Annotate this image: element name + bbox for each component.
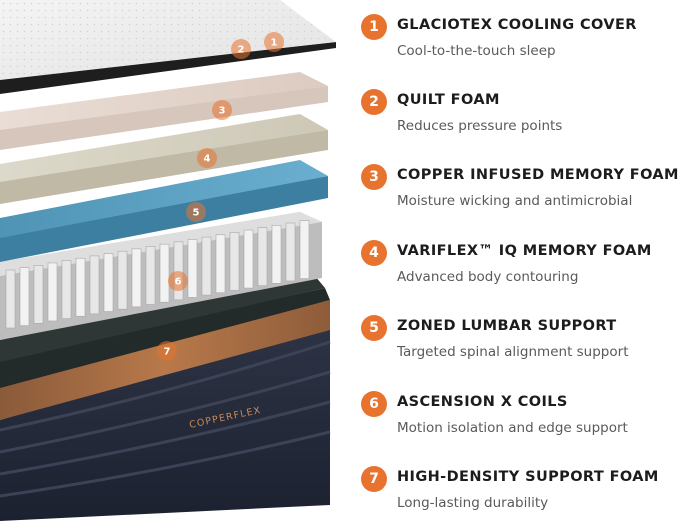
coil [201,236,212,296]
layer-badge-number: 1 [271,38,278,49]
coil [243,229,254,289]
legend-description: Moisture wicking and antimicrobial [397,193,633,209]
coil [5,269,16,329]
layer-badge-number: 6 [175,277,182,288]
legend-title: ZONED LUMBAR SUPPORT [397,318,617,334]
coil [285,222,296,282]
legend-description: Motion isolation and edge support [397,420,628,436]
coil [117,250,128,310]
legend-description: Targeted spinal alignment support [397,344,629,360]
coil-stripes [5,220,310,329]
coil [47,262,58,322]
coil [257,227,268,286]
layer-badge-3 [212,100,232,120]
legend-number-badge: 4 [361,240,387,266]
coil [299,220,310,279]
legend-title: VARIFLEX™ IQ MEMORY FOAM [397,243,652,259]
coil [229,232,240,291]
layer-3-copper [0,72,328,150]
coil [33,264,44,324]
legend-item-5: 5 ZONED LUMBAR SUPPORT Targeted spinal ali… [361,315,679,375]
legend-number-badge: 3 [361,164,387,190]
legend-item-7: 7 HIGH-DENSITY SUPPORT FOAM Long-lasting d… [361,466,679,526]
layer-5-lumbar [0,160,328,262]
coil [19,267,30,326]
legend-number-badge: 6 [361,391,387,417]
legend-item-6: 6 ASCENSION X COILS Motion isolation and e… [361,391,679,451]
legend-title: GLACIOTEX COOLING COVER [397,17,637,33]
legend-item-1: 1 GLACIOTEX COOLING COVER Cool-to-the-touc… [361,14,679,74]
legend-description: Reduces pressure points [397,118,563,134]
legend-number-badge: 2 [361,89,387,115]
layer-badge-number: 3 [219,106,226,117]
legend-title: QUILT FOAM [397,92,500,108]
coil [131,248,142,308]
coil [75,257,86,317]
coil [89,255,100,315]
coil [215,234,226,294]
legend-description: Advanced body contouring [397,269,579,285]
layer-badge-number: 5 [193,208,200,219]
legend-item-3: 3 COPPER INFUSED MEMORY FOAM Moisture wick… [361,164,679,224]
coil [187,239,198,298]
coil [173,241,184,301]
layer-badge-6 [168,271,188,291]
legend-description: Cool-to-the-touch sleep [397,43,556,59]
layer-legend: 1 GLACIOTEX COOLING COVER Cool-to-the-touc… [361,0,679,521]
layer-badge-number: 4 [204,154,211,165]
legend-item-2: 2 QUILT FOAM Reduces pressure points [361,89,679,149]
layer-badge-7 [157,341,177,361]
layer-badge-5 [186,202,206,222]
legend-title: ASCENSION X COILS [397,394,568,410]
layer-badge-number: 2 [238,45,245,56]
legend-title: COPPER INFUSED MEMORY FOAM [397,167,679,183]
coil [61,260,72,319]
layer-badge-4 [197,148,217,168]
legend-number-badge: 5 [361,315,387,341]
coil [103,253,114,312]
legend-title: HIGH-DENSITY SUPPORT FOAM [397,469,659,485]
layer-badge-number: 7 [164,347,171,358]
legend-item-4: 4 VARIFLEX™ IQ MEMORY FOAM Advanced body c… [361,240,679,300]
layer-4-variflex [0,114,328,204]
legend-number-badge: 7 [361,466,387,492]
layer-badge-1 [264,32,284,52]
coil [145,246,156,305]
legend-description: Long-lasting durability [397,495,549,511]
coil [159,243,170,303]
legend-number-badge: 1 [361,14,387,40]
layer-1-cover [0,0,336,94]
coil [271,225,282,284]
layer-badges: 1 2 3 4 5 6 7 [157,32,284,361]
layer-badge-2 [231,39,251,59]
layer-6-coils [0,212,322,340]
